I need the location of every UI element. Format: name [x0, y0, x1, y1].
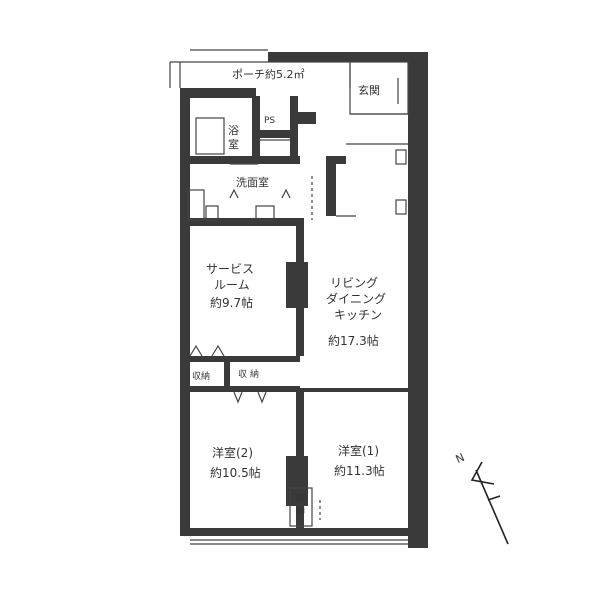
bedroom2-label: 洋室(2)	[212, 446, 253, 460]
bedroom1-label: 洋室(1)	[338, 444, 379, 458]
service-room-label-1: サービス	[206, 262, 255, 276]
bedroom2-area: 約10.5帖	[210, 466, 261, 480]
closet-c-label-1: 収	[296, 494, 306, 504]
service-room-label-2: ルーム	[214, 278, 250, 292]
bath-label-1: 浴	[228, 124, 239, 137]
living-label-3: キッチン	[334, 308, 383, 322]
closet-a-label: 収納	[192, 372, 211, 382]
living-label-1: リビング	[330, 276, 379, 290]
north-arrow-icon	[470, 461, 509, 545]
closet-b-label-1: 収	[238, 370, 248, 380]
bedroom1-area: 約11.3帖	[334, 464, 385, 478]
closet-c-label-2: 納	[296, 506, 306, 516]
porch-label: ポーチ約5.2㎡	[232, 68, 305, 81]
living-label-2: ダイニング	[326, 292, 387, 306]
ps-label: PS	[264, 116, 276, 126]
walls	[180, 52, 428, 548]
genkan-label: 玄関	[358, 84, 380, 97]
bath-label-2: 室	[228, 138, 239, 151]
closet-b-label-2: 納	[250, 370, 260, 380]
living-area: 約17.3帖	[328, 334, 379, 348]
fixtures	[169, 49, 409, 545]
service-room-area: 約9.7帖	[210, 296, 254, 310]
washroom-label: 洗面室	[236, 176, 269, 189]
